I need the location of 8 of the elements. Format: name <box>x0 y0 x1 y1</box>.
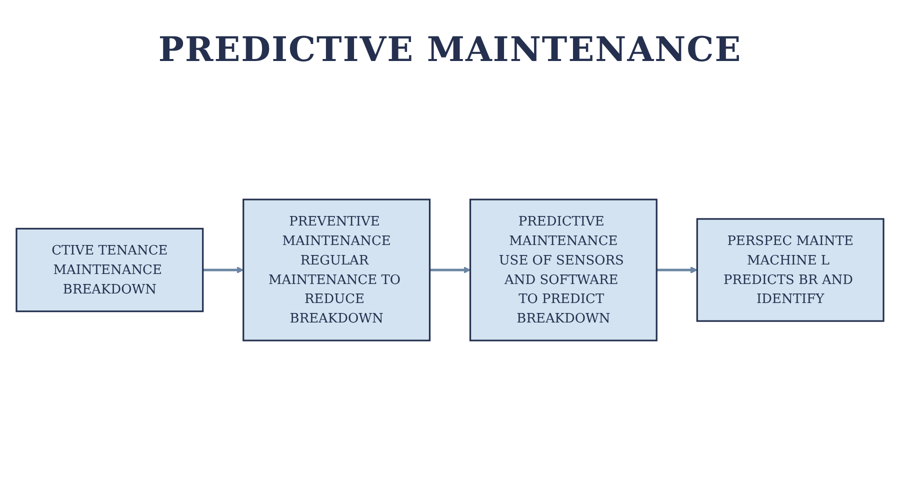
node-box: PERSPEC MAINTE MACHINE L PREDICTS BR AND IDENTIFY <box>696 218 884 322</box>
node-box: PREDICTIVE MAINTENANCE USE OF SENSORS AND SOFTWARE TO PREDICT BREAKDOWN <box>469 198 658 342</box>
arrow <box>656 266 698 274</box>
node-box: CTIVE TENANCE MAINTENANCE BREAKDOWN <box>16 228 204 312</box>
arrow <box>202 266 244 274</box>
arrow <box>430 266 471 274</box>
title: PREDICTIVE MAINTENANCE <box>157 30 743 70</box>
node-box: PREVENTIVE MAINTENANCE REGULAR MAINTENANCE TO REDUCE BREAKDOWN <box>242 198 431 342</box>
